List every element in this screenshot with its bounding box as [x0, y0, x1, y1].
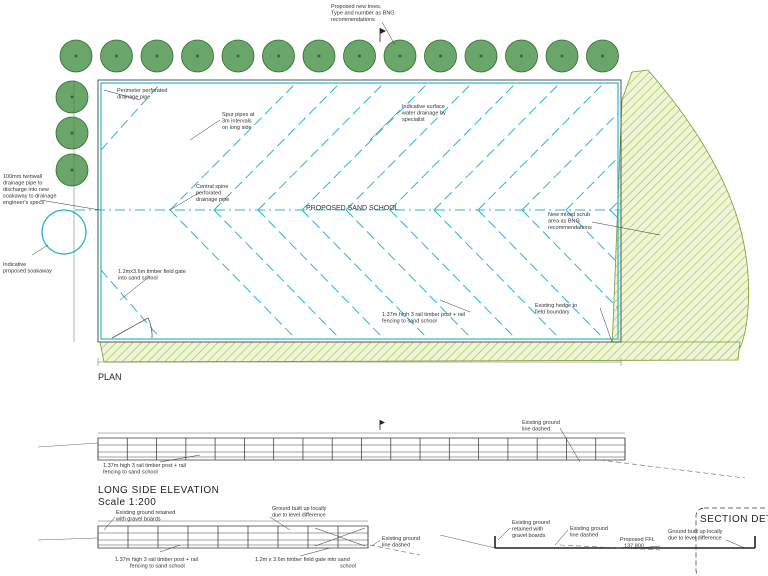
- tree: [262, 39, 295, 73]
- tree: [586, 39, 619, 73]
- tree: [343, 39, 376, 73]
- section-detail-frame: [695, 507, 768, 576]
- sand-school-boundary: [97, 79, 622, 343]
- tree: [424, 39, 457, 73]
- soakaway-circle: [41, 209, 87, 255]
- scale-label: Scale 1:200: [98, 497, 156, 508]
- leader-lines: [31, 21, 661, 343]
- tree: [55, 80, 89, 114]
- tree: [140, 39, 174, 73]
- ground-line-dashed-long: [599, 459, 746, 479]
- tree: [55, 116, 89, 150]
- spur-lower: [609, 209, 619, 219]
- spur-upper: [521, 112, 619, 211]
- fence-posts-long: [97, 438, 626, 460]
- spur-lower: [565, 209, 619, 264]
- plan-view: Proposed new trees.Type and number as BN…: [3, 4, 750, 382]
- spur-pipes: [100, 83, 619, 339]
- tree: [545, 39, 579, 73]
- tree: [505, 39, 538, 73]
- sand-school-label: PROPOSED SAND SCHOOL: [306, 205, 399, 212]
- fence-short: [97, 525, 369, 549]
- fence-posts-short: [97, 526, 369, 548]
- gate-elevation: [314, 527, 366, 547]
- spur-upper: [565, 157, 619, 211]
- spur-upper: [609, 201, 619, 211]
- tree: [302, 39, 336, 73]
- long-side-title: LONG SIDE ELEVATION: [98, 485, 219, 496]
- ground-line-long: [37, 442, 99, 448]
- tree: [464, 39, 498, 73]
- gate-swing: [111, 317, 153, 339]
- tree-row: [55, 39, 619, 187]
- tree: [59, 39, 93, 73]
- tree: [100, 39, 133, 73]
- perimeter-drain: [100, 82, 619, 340]
- scrub-area: [611, 69, 750, 351]
- spur-lower: [521, 209, 619, 309]
- plan-title: PLAN: [98, 372, 122, 382]
- tree: [181, 39, 214, 73]
- tree: [221, 39, 255, 73]
- spur-upper: [169, 83, 296, 211]
- north-arrow-plan: [379, 28, 386, 42]
- tree: [55, 153, 89, 187]
- trees-note: Proposed new trees.Type and number as BN…: [331, 4, 395, 23]
- section-detail-title: SECTION DETAIL: [700, 514, 768, 525]
- tree: [383, 39, 417, 73]
- north-arrow-elev: [379, 420, 385, 430]
- hedge-strip: [99, 341, 741, 363]
- spur-lower: [169, 209, 296, 339]
- spur-lower: [100, 269, 161, 339]
